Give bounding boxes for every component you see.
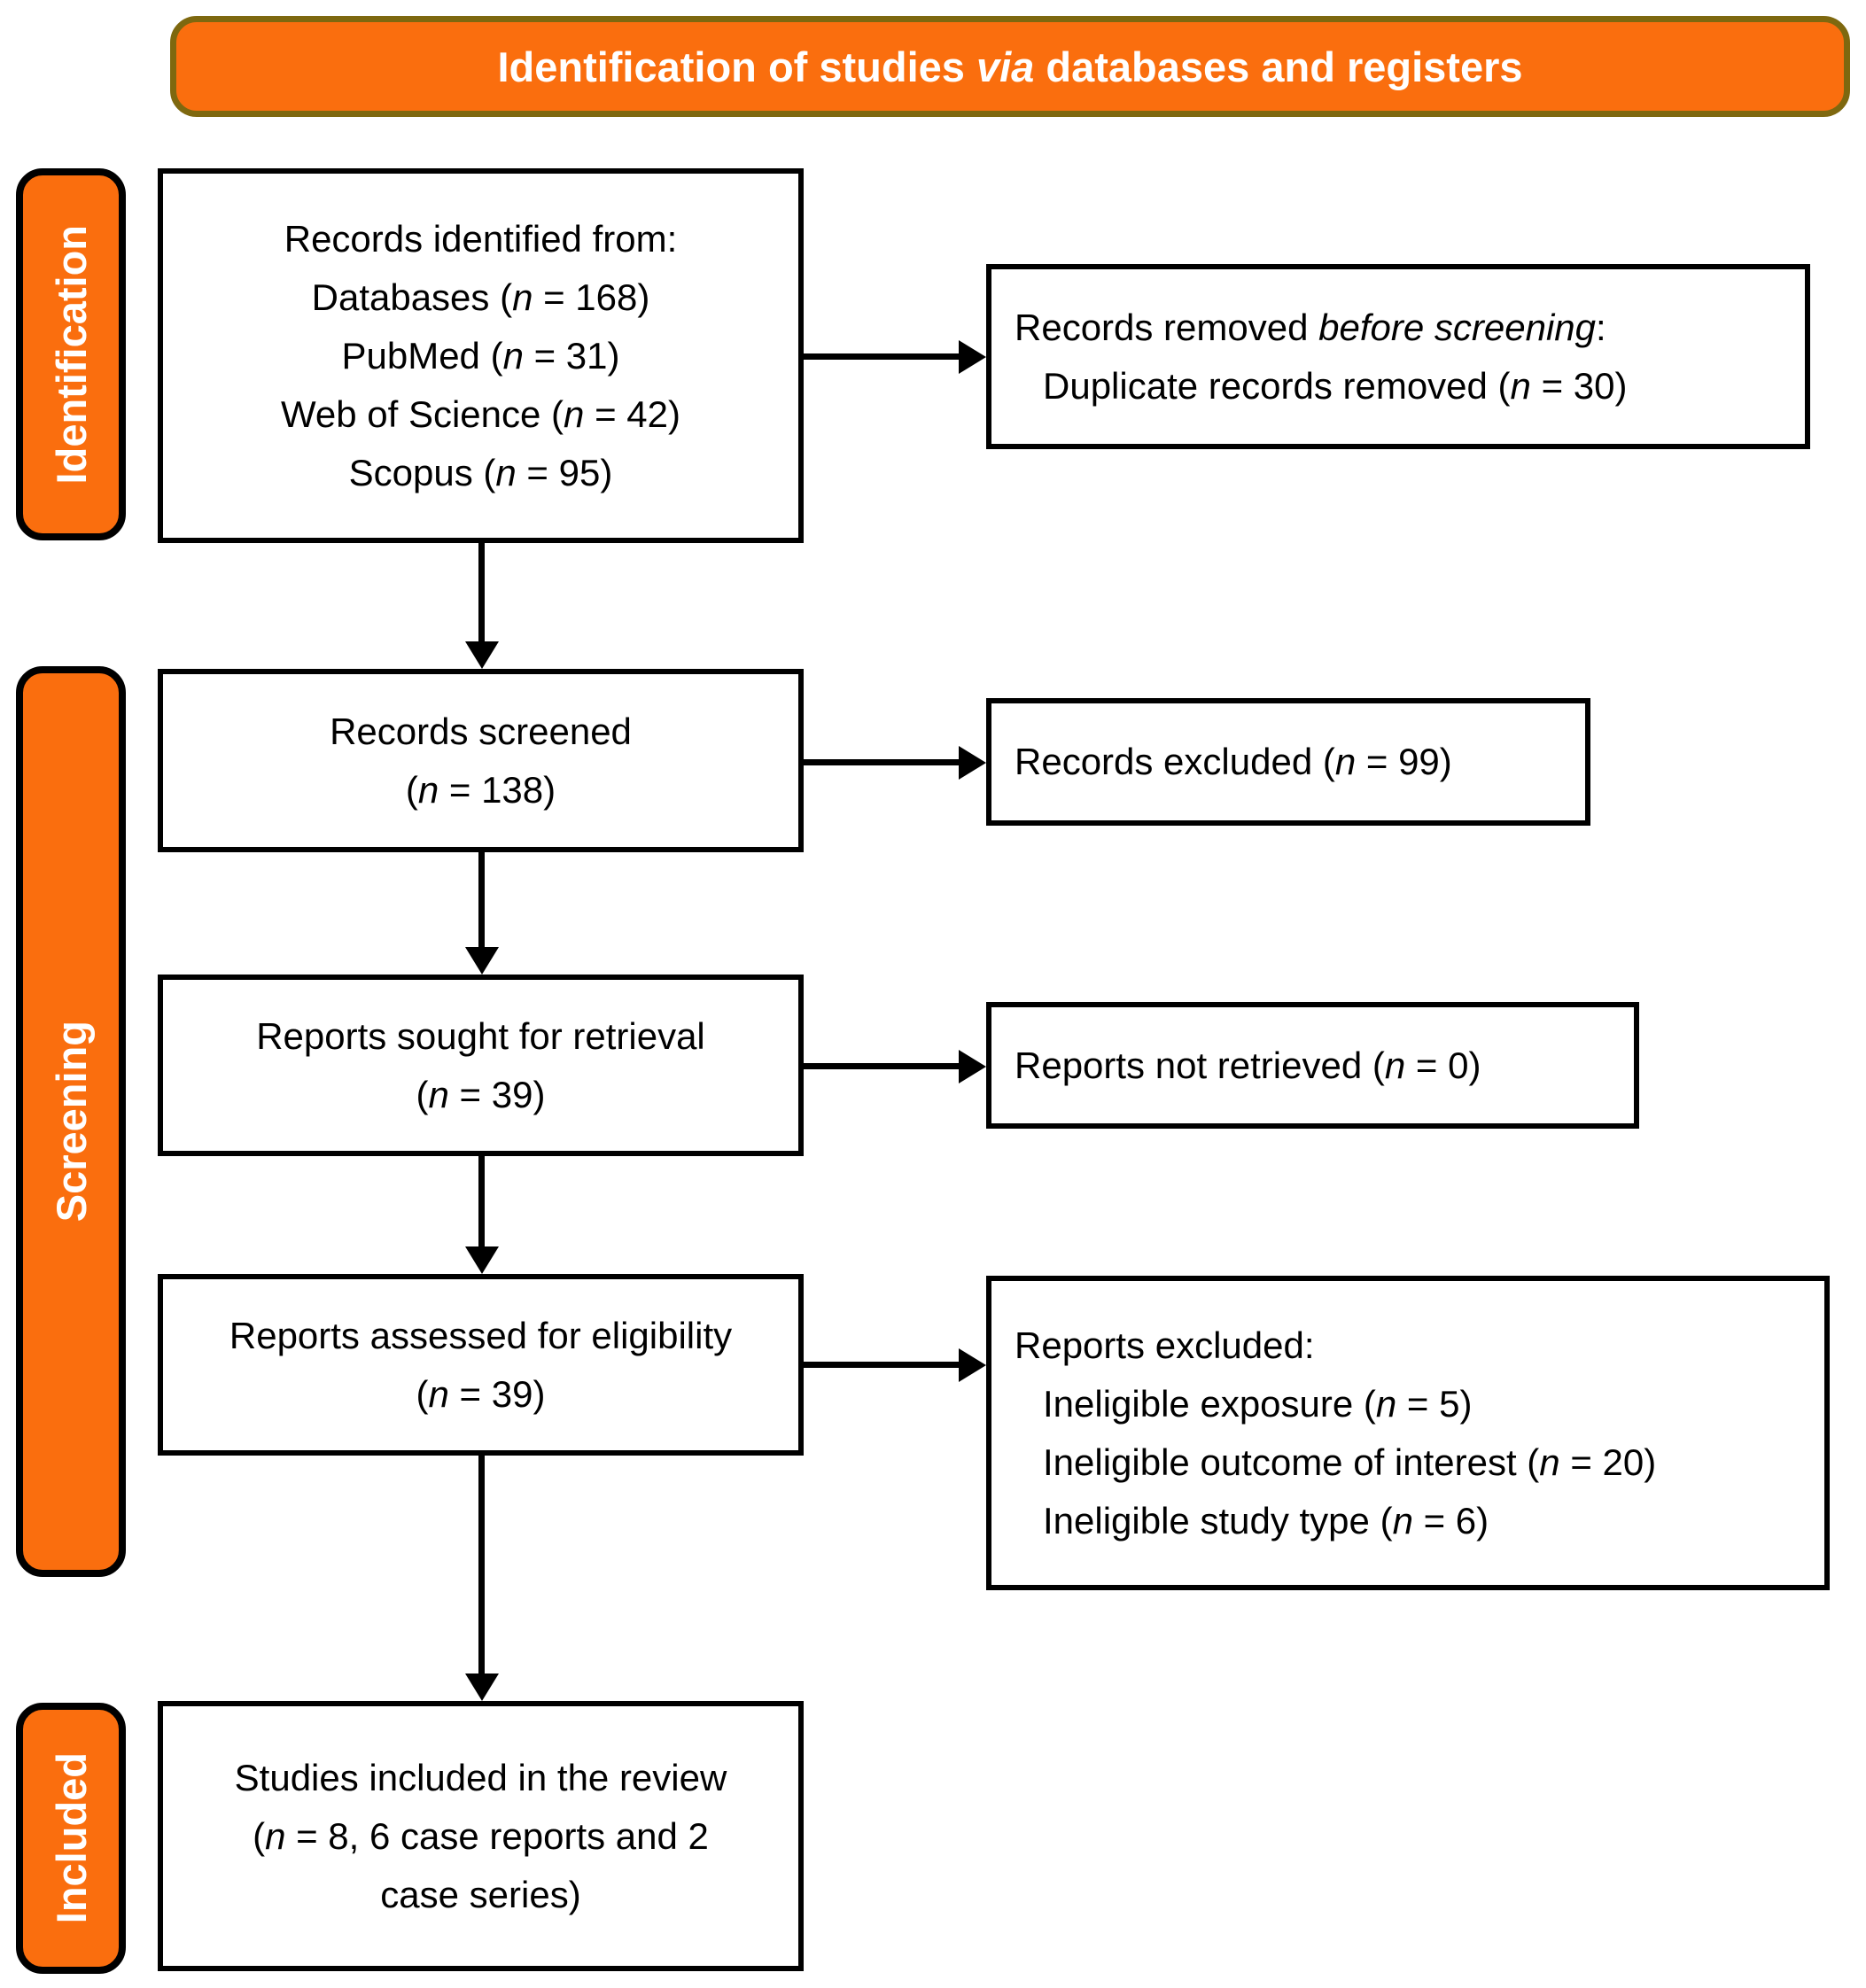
arrow-identified-to-screened bbox=[478, 543, 485, 642]
box-records-excluded: Records excluded (n = 99) bbox=[986, 698, 1590, 826]
box-records-screened: Records screened(n = 138) bbox=[158, 669, 804, 852]
arrow-identified-to-removed bbox=[804, 353, 960, 360]
box-studies-included-in-review: Studies included in the review(n = 8, 6 … bbox=[158, 1701, 804, 1971]
diagram-title-banner: Identification of studies via databases … bbox=[170, 16, 1850, 117]
stage-label-included-text: Included bbox=[47, 1752, 95, 1924]
box-records-removed-before-screening: Records removed before screening:Duplica… bbox=[986, 264, 1810, 449]
box-reports-sought-for-retrieval: Reports sought for retrieval(n = 39) bbox=[158, 975, 804, 1156]
box-reports-excluded: Reports excluded:Ineligible exposure (n … bbox=[986, 1276, 1830, 1590]
stage-label-identification: Identification bbox=[16, 168, 126, 540]
arrow-screened-to-excluded bbox=[804, 759, 960, 765]
stage-label-screening: Screening bbox=[16, 666, 126, 1577]
arrow-sought-to-not-retrieved bbox=[804, 1063, 960, 1069]
box-records-identified: Records identified from:Databases (n = 1… bbox=[158, 168, 804, 543]
box-reports-assessed-for-eligibility: Reports assessed for eligibility(n = 39) bbox=[158, 1274, 804, 1456]
stage-label-included: Included bbox=[16, 1703, 126, 1974]
box-reports-not-retrieved: Reports not retrieved (n = 0) bbox=[986, 1002, 1639, 1129]
arrow-assessed-to-excluded bbox=[804, 1362, 960, 1368]
arrow-assessed-to-included bbox=[478, 1456, 485, 1674]
arrow-screened-to-sought bbox=[478, 852, 485, 948]
stage-label-screening-text: Screening bbox=[47, 1021, 95, 1223]
arrow-sought-to-assessed bbox=[478, 1156, 485, 1247]
stage-label-identification-text: Identification bbox=[47, 224, 95, 485]
